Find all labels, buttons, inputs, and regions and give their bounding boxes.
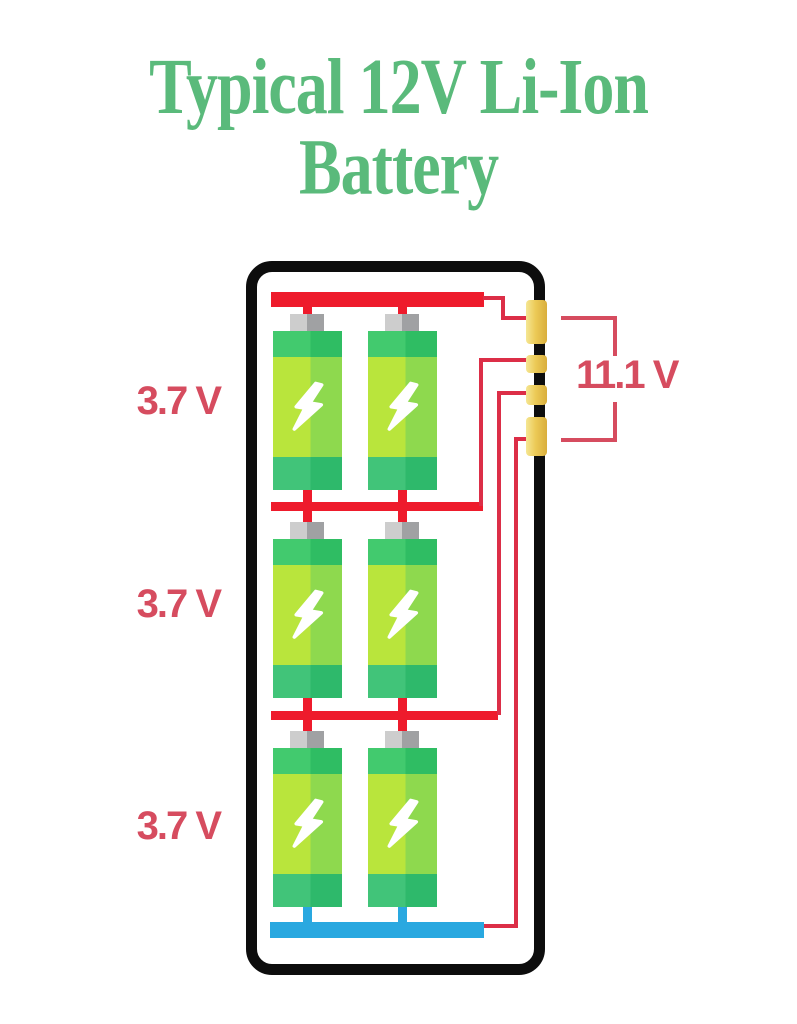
battery-cell-top-band <box>368 748 437 774</box>
battery-cell-label-area <box>368 774 437 874</box>
battery-cell-bottom-band <box>368 874 437 907</box>
series-junction-wire-1 <box>271 502 483 511</box>
battery-cell-bottom-band <box>273 874 342 907</box>
cell-connector-wire <box>303 905 312 923</box>
battery-cell-cap <box>290 522 324 539</box>
cell-connector-wire <box>398 305 407 317</box>
battery-cell-label-area <box>273 565 342 665</box>
battery-cell-label-area <box>273 357 342 457</box>
positive-wire-to-pin1 <box>501 296 505 320</box>
battery-cell-cap <box>385 731 419 748</box>
battery-cell-top-band <box>273 331 342 357</box>
connector-pin-3 <box>526 385 547 405</box>
battery-cell-top-band <box>273 748 342 774</box>
battery-cell-body <box>368 539 437 698</box>
lightning-bolt-icon <box>292 381 323 431</box>
battery-cell <box>273 522 342 698</box>
output-voltage-bracket <box>561 316 617 320</box>
lightning-bolt-icon <box>387 589 418 639</box>
balance-wire-to-pin3 <box>497 391 501 715</box>
battery-pack-case <box>246 261 545 975</box>
battery-cell-bottom-band <box>273 665 342 698</box>
battery-cell-label-area <box>273 774 342 874</box>
negative-wire-to-pin4 <box>484 924 518 928</box>
title-line-2: Battery <box>298 123 499 212</box>
positive-wire-to-pin1 <box>483 296 505 300</box>
battery-cell-body <box>368 331 437 490</box>
battery-cell <box>368 522 437 698</box>
battery-cell <box>273 314 342 490</box>
balance-wire-to-pin2 <box>479 358 483 506</box>
title-line-1: Typical 12V Li-Ion <box>149 42 649 131</box>
connector-pin-1 <box>526 300 547 344</box>
battery-cell-top-band <box>368 539 437 565</box>
battery-cell-bottom-band <box>368 665 437 698</box>
balance-wire-to-pin2 <box>479 358 527 362</box>
battery-cell-cap <box>385 314 419 331</box>
positive-bus-bar <box>271 292 484 307</box>
battery-cell-body <box>273 539 342 698</box>
cell-voltage-label-3: 3.7 V <box>136 804 222 848</box>
series-junction-wire-2 <box>271 711 498 720</box>
battery-cell-body <box>273 331 342 490</box>
connector-pin-4 <box>526 417 547 456</box>
negative-wire-to-pin4 <box>514 437 518 928</box>
balance-wire-to-pin3 <box>497 391 527 395</box>
battery-cell-body <box>273 748 342 907</box>
lightning-bolt-icon <box>387 381 418 431</box>
battery-cell <box>273 731 342 907</box>
output-voltage-bracket <box>613 316 617 356</box>
battery-cell-top-band <box>368 331 437 357</box>
battery-cell-label-area <box>368 565 437 665</box>
output-voltage-bracket <box>561 438 617 442</box>
battery-cell-bottom-band <box>273 457 342 490</box>
lightning-bolt-icon <box>387 798 418 848</box>
negative-wire-to-pin4 <box>514 437 527 441</box>
connector-pin-2 <box>526 355 547 373</box>
battery-cell-cap <box>290 314 324 331</box>
cell-voltage-label-2: 3.7 V <box>136 582 222 626</box>
battery-cell-bottom-band <box>368 457 437 490</box>
battery-cell <box>368 314 437 490</box>
battery-cell-label-area <box>368 357 437 457</box>
cell-connector-wire <box>398 905 407 923</box>
output-voltage-label: 11.1 V <box>576 353 679 397</box>
lightning-bolt-icon <box>292 589 323 639</box>
lightning-bolt-icon <box>292 798 323 848</box>
battery-cell-body <box>368 748 437 907</box>
positive-wire-to-pin1 <box>501 316 527 320</box>
battery-cell-cap <box>385 522 419 539</box>
battery-cell-top-band <box>273 539 342 565</box>
battery-cell <box>368 731 437 907</box>
negative-bus-bar <box>270 922 484 938</box>
battery-cell-cap <box>290 731 324 748</box>
cell-voltage-label-1: 3.7 V <box>136 379 222 423</box>
cell-connector-wire <box>303 305 312 317</box>
output-voltage-bracket <box>613 402 617 442</box>
